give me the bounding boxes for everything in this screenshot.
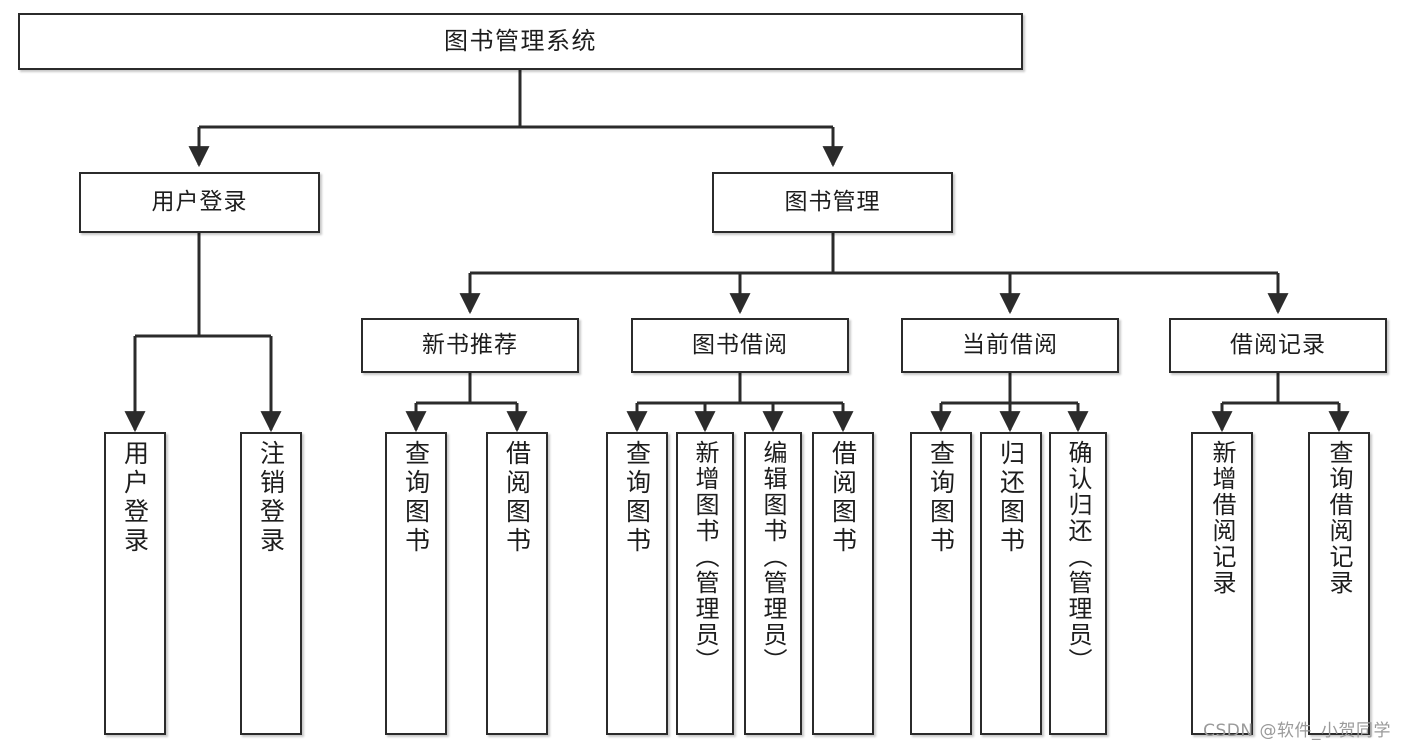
node-leaf-add-borrow-record[interactable]: 新增借阅记录 [1191,432,1253,735]
node-label: 查询图书 [401,440,431,556]
node-book-borrow[interactable]: 图书借阅 [631,318,849,373]
node-leaf-confirm-return-admin[interactable]: 确认归还（管理员） [1049,432,1107,735]
node-root-book-management-system[interactable]: 图书管理系统 [18,13,1023,70]
node-label: 用户登录 [151,188,248,215]
node-label: 借阅图书 [828,440,858,556]
node-label: 用户登录 [120,440,150,556]
node-leaf-borrow-book[interactable]: 借阅图书 [812,432,874,735]
node-leaf-user-login[interactable]: 用户登录 [104,432,166,735]
node-leaf-query-borrow-record[interactable]: 查询借阅记录 [1308,432,1370,735]
node-label: 新书推荐 [422,331,518,358]
node-label: 查询借阅记录 [1325,440,1353,596]
node-label: 当前借阅 [962,331,1058,358]
node-leaf-query-book-current[interactable]: 查询图书 [910,432,972,735]
node-current-borrow[interactable]: 当前借阅 [901,318,1119,373]
node-leaf-add-book-admin[interactable]: 新增图书（管理员） [676,432,734,735]
node-label: 图书管理系统 [444,27,597,56]
node-label: 确认归还（管理员） [1064,440,1092,674]
node-leaf-edit-book-admin[interactable]: 编辑图书（管理员） [744,432,802,735]
watermark-text: CSDN @软件_小贺同学 [1203,721,1391,741]
node-book-management[interactable]: 图书管理 [712,172,953,233]
node-leaf-return-book[interactable]: 归还图书 [980,432,1042,735]
node-label: 图书管理 [784,188,881,215]
node-leaf-borrow-book-recommend[interactable]: 借阅图书 [486,432,548,735]
node-label: 新增图书（管理员） [691,440,719,674]
node-label: 新增借阅记录 [1208,440,1236,596]
node-label: 查询图书 [622,440,652,556]
node-label: 归还图书 [996,440,1026,556]
node-label: 查询图书 [926,440,956,556]
node-user-login[interactable]: 用户登录 [79,172,320,233]
node-leaf-query-book-borrow[interactable]: 查询图书 [606,432,668,735]
node-leaf-query-book-recommend[interactable]: 查询图书 [385,432,447,735]
node-new-book-recommend[interactable]: 新书推荐 [361,318,579,373]
node-label: 图书借阅 [692,331,788,358]
node-leaf-logout[interactable]: 注销登录 [240,432,302,735]
node-label: 借阅图书 [502,440,532,556]
node-label: 注销登录 [256,440,286,556]
node-borrow-record[interactable]: 借阅记录 [1169,318,1387,373]
node-label: 编辑图书（管理员） [759,440,787,674]
node-label: 借阅记录 [1230,331,1326,358]
